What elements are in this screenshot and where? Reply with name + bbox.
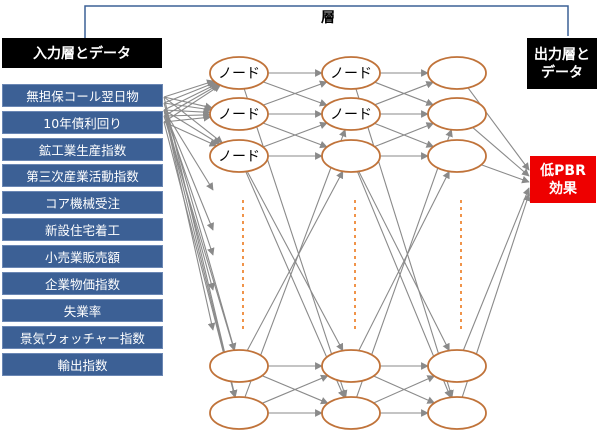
connection-arrow: [163, 79, 215, 98]
output-low-pbr-effect: 低PBR 効果: [530, 156, 596, 203]
output-layer-header: 出力層と データ: [527, 38, 597, 89]
input-item: 小売業販売額: [2, 245, 163, 268]
connection-arrow: [467, 87, 530, 171]
input-item: 鉱工業生産指数: [2, 138, 163, 161]
node: [321, 349, 381, 383]
connection-arrow: [373, 375, 436, 404]
node-label: ノード: [218, 107, 260, 123]
node: [209, 97, 269, 131]
node: [321, 139, 381, 173]
input-layer-header: 入力層とデータ: [2, 38, 162, 68]
connection-arrow: [262, 121, 328, 148]
connection-arrow: [374, 81, 434, 106]
connection-arrow: [163, 81, 217, 104]
connection-arrow: [246, 170, 344, 351]
node: [427, 56, 487, 90]
input-item: 無担保コール翌日物: [2, 84, 163, 107]
connection-arrow: [472, 127, 530, 177]
input-item: 景気ウォッチャー指数: [2, 326, 163, 349]
node: [321, 56, 381, 90]
node: [209, 139, 269, 173]
connection-arrow: [163, 109, 214, 231]
node: [321, 97, 381, 131]
node: [209, 56, 269, 90]
node: [427, 349, 487, 383]
connection-arrow: [163, 108, 211, 116]
connection-arrow: [163, 109, 216, 331]
input-item: 輸出指数: [2, 353, 163, 376]
continuation-dots: [242, 200, 462, 330]
node-label: ノード: [218, 149, 260, 165]
node: [427, 396, 487, 430]
input-item: 第三次産業活動指数: [2, 164, 163, 187]
connection-arrow: [163, 109, 215, 256]
connection-arrow: [358, 170, 450, 351]
connection-arrow: [163, 109, 238, 398]
node-label: ノード: [218, 66, 260, 82]
node-label: ノード: [330, 66, 372, 82]
layer-title: 層: [300, 7, 356, 27]
connection-arrow: [163, 111, 211, 119]
connection-arrow: [163, 121, 218, 147]
connection-arrow: [481, 164, 530, 184]
connection-arrow: [163, 96, 238, 398]
connection-arrow: [163, 109, 215, 291]
connection-arrow: [163, 109, 214, 191]
input-item: 失業率: [2, 299, 163, 322]
connection-arrow: [163, 121, 237, 398]
connection-arrow: [244, 128, 347, 398]
connection-arrow: [243, 88, 348, 398]
node: [209, 349, 269, 383]
node: [209, 396, 269, 430]
node: [321, 396, 381, 430]
node-label: ノード: [330, 107, 372, 123]
connection-arrow: [163, 113, 212, 123]
node: [427, 139, 487, 173]
connection-arrow: [462, 187, 530, 351]
connection-arrow: [261, 374, 329, 404]
input-item: 企業物価指数: [2, 272, 163, 295]
layer-bracket: [84, 5, 569, 38]
input-item: コア機械受注: [2, 191, 163, 214]
node: [427, 97, 487, 131]
connection-arrow: [356, 128, 453, 398]
input-item: 10年債利回り: [2, 111, 163, 134]
connection-arrow: [262, 80, 328, 106]
connection-arrow: [163, 84, 221, 123]
connection-arrow: [355, 88, 454, 398]
connection-arrow: [163, 83, 219, 111]
connection-arrow: [163, 84, 220, 117]
input-item: 新設住宅着工: [2, 218, 163, 241]
connection-arrow: [374, 122, 435, 148]
